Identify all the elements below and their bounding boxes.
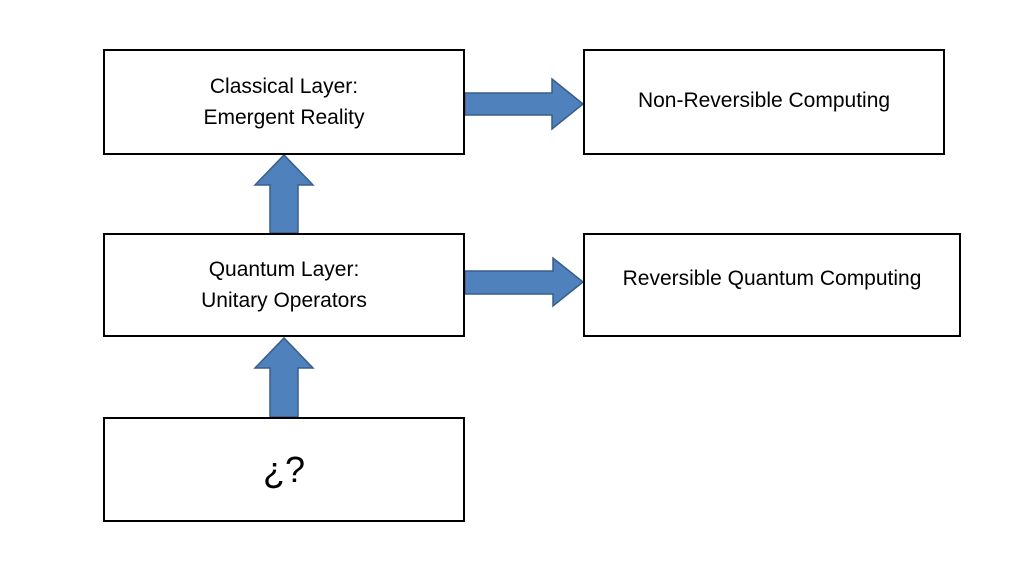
classical-layer-subtitle: Emergent Reality bbox=[203, 106, 365, 129]
arrow-quantum-to-classical bbox=[253, 153, 315, 234]
unknown-layer-box: ¿? bbox=[103, 417, 465, 522]
classical-layer-box: Classical Layer: Emergent Reality bbox=[103, 49, 465, 155]
quantum-layer-box: Quantum Layer: Unitary Operators bbox=[103, 233, 465, 337]
quantum-layer-title: Quantum Layer: bbox=[208, 258, 360, 281]
arrow-unknown-to-quantum bbox=[253, 336, 315, 418]
non-reversible-computing-box: Non-Reversible Computing bbox=[583, 49, 945, 155]
arrow-quantum-to-reversible bbox=[464, 256, 585, 308]
unknown-layer-label: ¿? bbox=[262, 449, 305, 490]
arrow-classical-to-nonreversible bbox=[464, 77, 585, 131]
reversible-quantum-computing-box: Reversible Quantum Computing bbox=[583, 233, 961, 337]
non-reversible-computing-label: Non-Reversible Computing bbox=[637, 88, 891, 112]
reversible-quantum-computing-label: Reversible Quantum Computing bbox=[622, 266, 922, 290]
quantum-layer-subtitle: Unitary Operators bbox=[201, 289, 367, 312]
classical-layer-title: Classical Layer: bbox=[209, 75, 359, 98]
